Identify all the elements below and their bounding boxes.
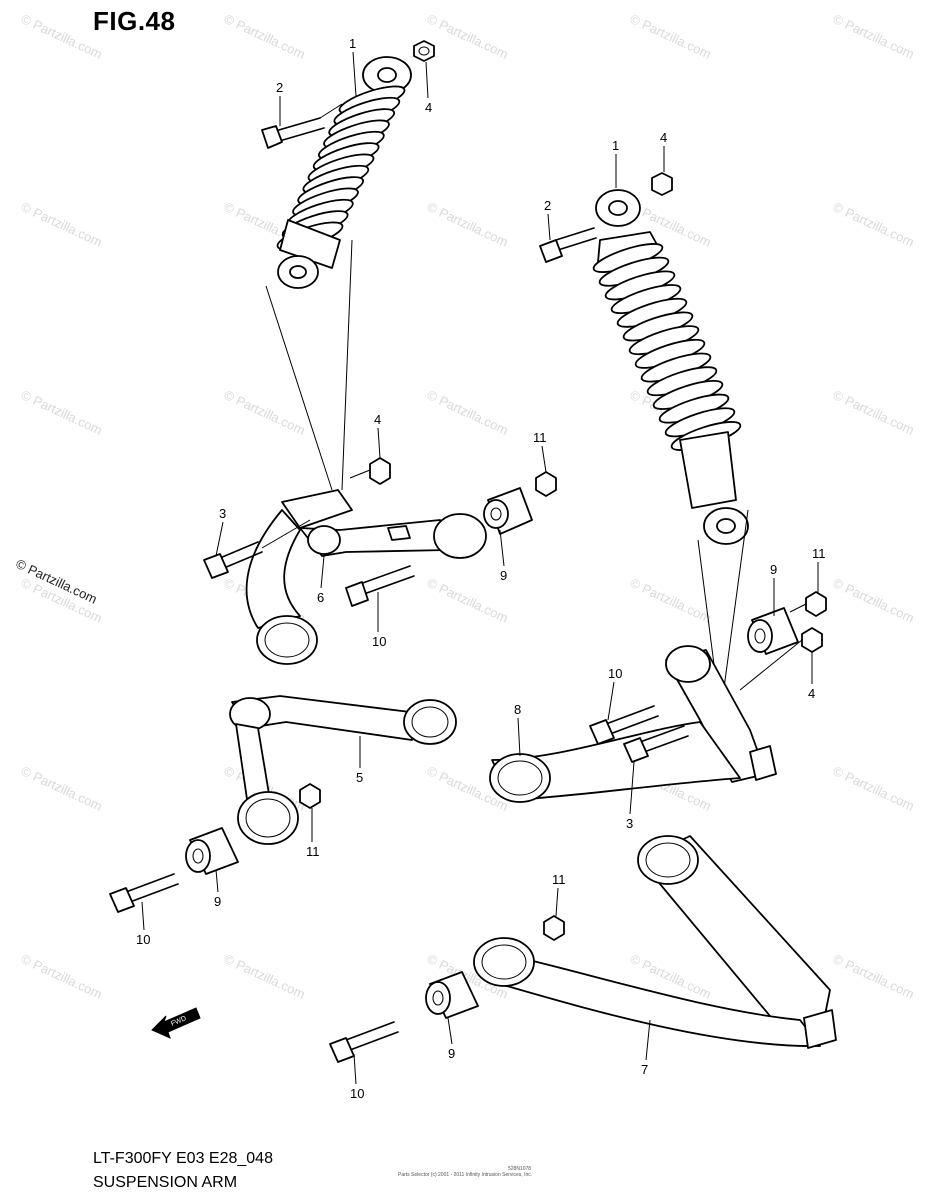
nut-4-mid-right[interactable] (739, 627, 823, 691)
callout-2-left[interactable]: 2 (276, 80, 283, 95)
bushing-9-upper-left[interactable] (483, 487, 533, 535)
lower-arm-7[interactable] (473, 835, 837, 1049)
callout-1-right[interactable]: 1 (612, 138, 619, 153)
callout-3-left[interactable]: 3 (219, 506, 226, 521)
nut-4-mid-left[interactable] (349, 457, 391, 485)
bolt-10-lower-left[interactable] (109, 873, 179, 913)
callout-4-mid-left[interactable]: 4 (374, 412, 381, 427)
watermark-text: © Partzilla.com (831, 11, 917, 62)
nut-4-top-left[interactable] (413, 40, 435, 62)
copyright-line: Parts Selector (c) 2001 - 2011 Infinity … (398, 1172, 533, 1178)
watermark-text: © Partzilla.com (222, 387, 308, 438)
callout-2-right[interactable]: 2 (544, 198, 551, 213)
bolt-3-left[interactable] (203, 519, 311, 579)
watermark-text: © Partzilla.com (628, 11, 714, 62)
watermark-text: © Partzilla.com (425, 199, 511, 250)
watermark-text: © Partzilla.com (628, 575, 714, 626)
watermark-text: © Partzilla.com (425, 387, 511, 438)
watermark-text: © Partzilla.com (425, 575, 511, 626)
callout-11-lower[interactable]: 11 (552, 872, 566, 887)
callout-11-upper[interactable]: 11 (533, 430, 547, 445)
bolt-2-right[interactable] (539, 227, 597, 263)
watermark-text: © Partzilla.com (19, 11, 105, 62)
shock-absorber-right[interactable] (591, 189, 749, 689)
nut-11-right[interactable] (789, 591, 827, 617)
callout-9-lower-left[interactable]: 9 (214, 894, 221, 909)
watermark-text: © Partzilla.com (831, 387, 917, 438)
watermark-layer: © Partzilla.com © Partzilla.com © Partzill… (19, 11, 917, 1002)
callout-4-top-right[interactable]: 4 (660, 130, 667, 145)
watermark-text: © Partzilla.com (19, 951, 105, 1002)
bolt-3-right[interactable] (623, 725, 689, 763)
drawing-code: 528N1078 (508, 1166, 532, 1172)
watermark-text: © Partzilla.com (425, 11, 511, 62)
callout-layer: 1 2 4 1 4 2 4 11 3 6 9 10 11 (136, 36, 826, 1101)
watermark-text: © Partzilla.com (831, 951, 917, 1002)
upper-arm-6[interactable] (245, 489, 487, 665)
watermark-text: © Partzilla.com (831, 763, 917, 814)
watermark-text: © Partzilla.com (19, 575, 105, 626)
callout-4-top-left[interactable]: 4 (425, 100, 432, 115)
callout-3-right[interactable]: 3 (626, 816, 633, 831)
callout-11-right[interactable]: 11 (812, 546, 826, 561)
watermark-text: © Partzilla.com (222, 11, 308, 62)
callout-9-lower-right[interactable]: 9 (448, 1046, 455, 1061)
bolt-10-upper-left[interactable] (345, 565, 415, 607)
callout-10-upper-left[interactable]: 10 (372, 634, 386, 649)
watermark-text: © Partzilla.com (19, 199, 105, 250)
forward-direction-arrow: FWD (151, 1007, 201, 1039)
callout-7[interactable]: 7 (641, 1062, 648, 1077)
bolt-2-left[interactable] (261, 103, 343, 149)
callout-10-right[interactable]: 10 (608, 666, 622, 681)
callout-9-upper-left[interactable]: 9 (500, 568, 507, 583)
watermark-text: © Partzilla.com (222, 951, 308, 1002)
upper-arm-8[interactable] (489, 645, 777, 803)
callout-1-left[interactable]: 1 (349, 36, 356, 51)
callout-6[interactable]: 6 (317, 590, 324, 605)
callout-10-lower-left[interactable]: 10 (136, 932, 150, 947)
nut-11-lower[interactable] (543, 915, 565, 941)
nut-11-left[interactable] (299, 783, 321, 809)
bushing-9-upper-right[interactable] (747, 607, 799, 655)
callout-8[interactable]: 8 (514, 702, 521, 717)
bolt-10-lower-right[interactable] (329, 1021, 399, 1063)
shock-absorber-left[interactable] (265, 56, 412, 491)
callout-10-lower-right[interactable]: 10 (350, 1086, 364, 1101)
nut-11-upper[interactable] (535, 471, 557, 497)
bushing-9-lower-right[interactable] (425, 971, 479, 1019)
watermark-text: © Partzilla.com (831, 199, 917, 250)
bolt-10-right[interactable] (589, 705, 659, 745)
callout-9-upper-right[interactable]: 9 (770, 562, 777, 577)
bushing-9-lower-left[interactable] (185, 827, 239, 875)
figure-title: FIG.48 (93, 6, 176, 36)
callout-5[interactable]: 5 (356, 770, 363, 785)
callout-11-left[interactable]: 11 (306, 844, 320, 859)
watermark-text: © Partzilla.com (831, 575, 917, 626)
model-code: LT-F300FY E03 E28_048 (93, 1150, 273, 1167)
lower-arm-5[interactable] (229, 695, 457, 845)
nut-4-top-right[interactable] (651, 172, 673, 196)
section-name: SUSPENSION ARM (93, 1174, 238, 1191)
watermark-text: © Partzilla.com (19, 763, 105, 814)
callout-4-mid-right[interactable]: 4 (808, 686, 815, 701)
watermark-text: © Partzilla.com (19, 387, 105, 438)
